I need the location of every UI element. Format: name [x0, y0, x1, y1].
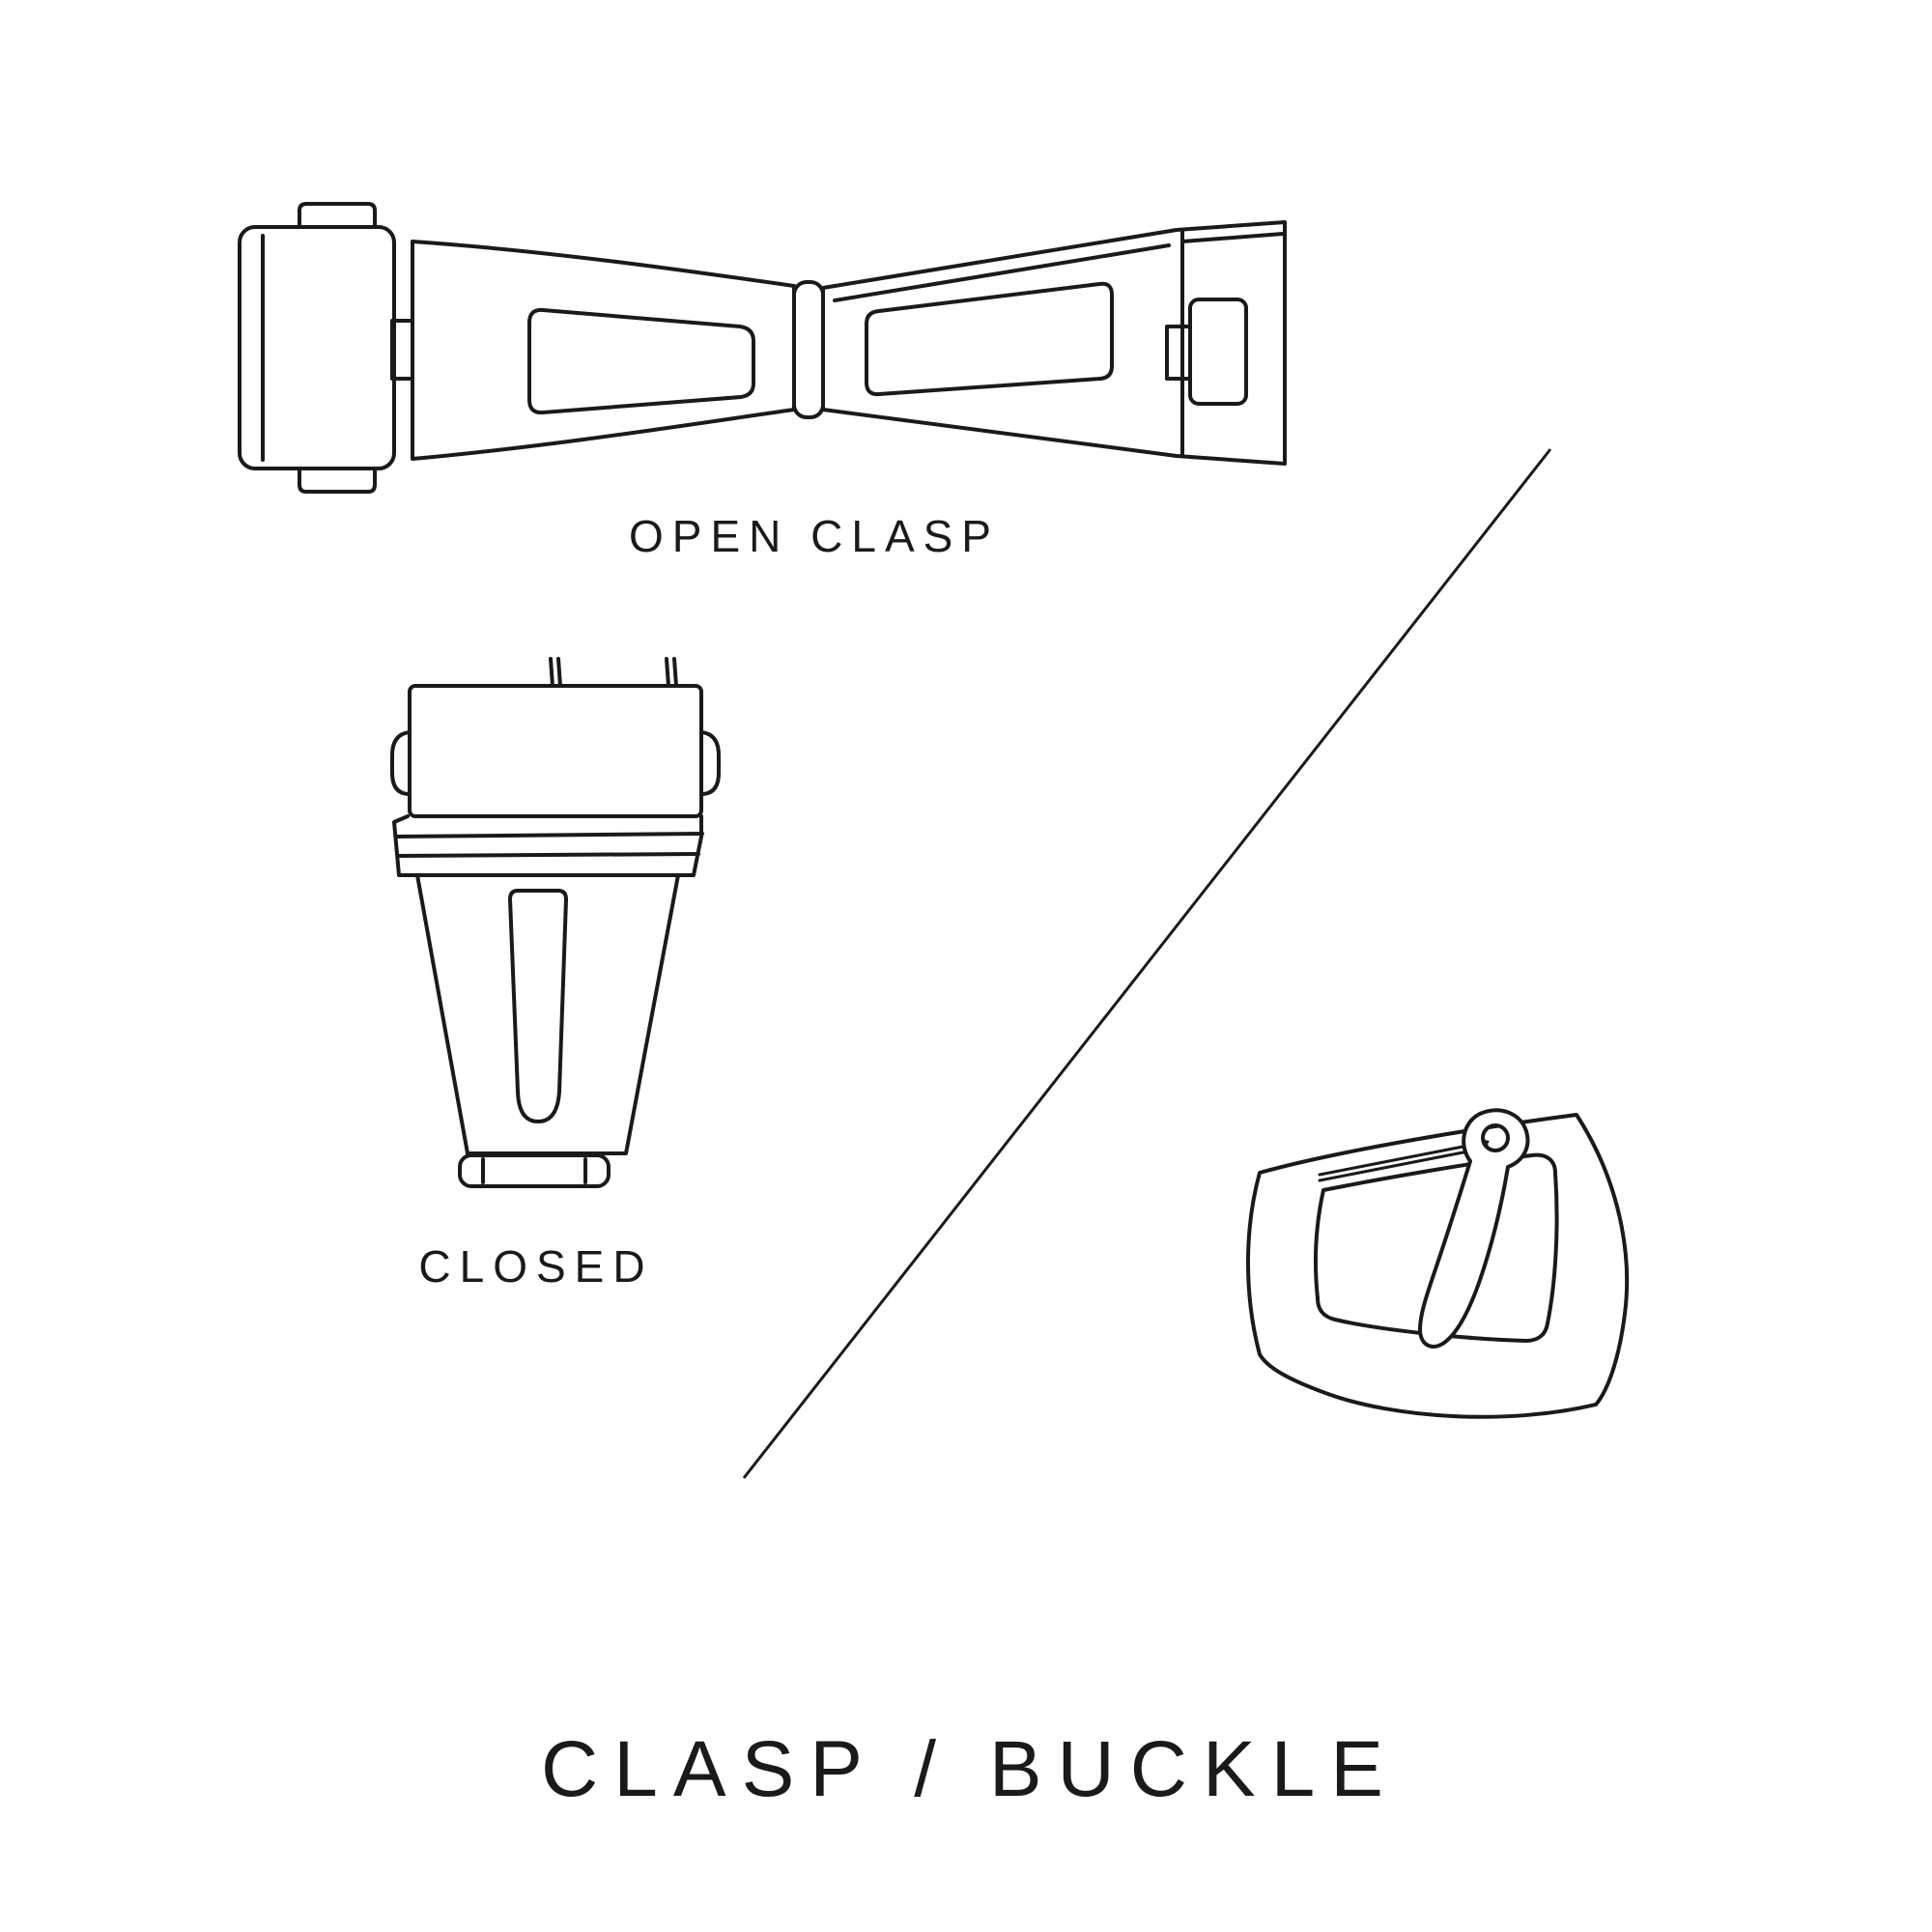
clasp-endcap-bottom-tab: [298, 467, 377, 494]
clasp-right-plate-edge: [1180, 232, 1285, 243]
closed-clasp-prong-left: [549, 657, 562, 688]
open-clasp-label: OPEN CLASP: [629, 511, 1000, 561]
divider-line: [742, 448, 1552, 1479]
clasp-right-arm: [821, 220, 1287, 466]
closed-clasp-cover: [408, 684, 703, 818]
closed-clasp-art: [390, 657, 721, 1188]
buckle-crossbar: [1318, 1140, 1490, 1182]
buckle-tang: [1418, 1108, 1530, 1349]
page-title: CLASP / BUCKLE: [541, 1725, 1399, 1813]
clasp-endcap-top-tab: [298, 202, 377, 229]
closed-clasp-body: [415, 873, 680, 1155]
clasp-catch-notch: [390, 319, 414, 381]
closed-clasp-bottom-bar: [458, 1153, 611, 1188]
buckle-art: [1246, 1108, 1630, 1419]
clasp-right-arm-edge-line: [833, 243, 1171, 302]
clasp-right-arm-cutout: [865, 281, 1114, 397]
closed-clasp-label: CLOSED: [418, 1241, 654, 1292]
diagonal-divider: [742, 448, 1552, 1479]
open-clasp-illustration: [238, 202, 1287, 494]
closed-clasp-band-line-2: [396, 852, 700, 858]
closed-clasp-band: [392, 814, 703, 877]
clasp-latch: [1188, 298, 1248, 406]
closed-clasp-ear-left: [390, 730, 412, 796]
closed-clasp-ear-right: [699, 730, 721, 796]
clasp-left-arm-cutout: [527, 307, 755, 415]
closed-clasp-slot: [508, 889, 568, 1123]
open-clasp-art: [238, 202, 1287, 494]
closed-clasp-illustration: [390, 657, 721, 1188]
buckle-illustration: [1246, 1108, 1630, 1419]
closed-clasp-prong-right: [665, 657, 678, 688]
closed-clasp-band-line-1: [394, 832, 704, 838]
clasp-latch-hook: [1165, 325, 1192, 381]
